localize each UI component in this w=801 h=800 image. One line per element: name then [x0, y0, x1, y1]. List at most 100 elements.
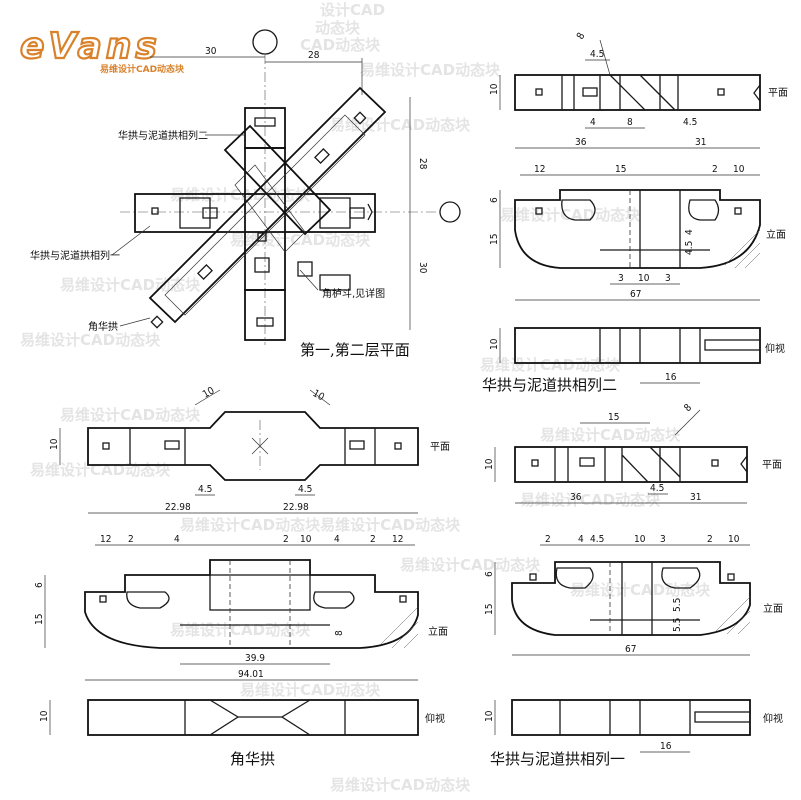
dim-value: 67 [630, 289, 641, 300]
dim-value: 4.5 [590, 534, 604, 545]
elev-cup-right [688, 199, 720, 221]
watermark-text: 易维设计CAD动态块 [330, 116, 471, 134]
plan-peg [711, 459, 719, 467]
plan-peg [151, 207, 159, 215]
view-label-plan: 平面 [768, 88, 788, 99]
dim-value: 4.5 [590, 49, 604, 60]
plan-slot [202, 207, 218, 219]
dim-value: 5.5 [672, 618, 683, 632]
plan-notch [753, 84, 761, 102]
dim-line [309, 389, 331, 406]
plan-slot [197, 264, 213, 280]
elev-peg [529, 573, 537, 581]
dim-value: 22.98 [165, 502, 191, 513]
plan-peg [150, 315, 164, 329]
plan-vertical-arm-mid [244, 147, 286, 291]
view-label-elevation: 立面 [766, 228, 786, 241]
dim-value: 8 [334, 630, 345, 636]
logo-wordmark: eVans [20, 26, 161, 67]
view-label-plan: 平面 [762, 460, 782, 471]
elev-center-block [209, 574, 311, 611]
dim-value: 10 [489, 83, 500, 95]
row-one-title: 华拱与泥道拱相列一 [490, 750, 625, 768]
corner-elevation-outline [84, 559, 419, 649]
plan-block [319, 197, 351, 229]
watermark-layer: CAD动态块 易维设计CAD动态块 易维设计CAD动态块 易维设计CAD动态块 … [20, 1, 711, 794]
dim-value: 67 [625, 644, 636, 655]
watermark-text: 易维设计CAD动态块易维设计CAD动态块 [180, 516, 461, 534]
logo-subtitle: 易维设计CAD动态块 [100, 63, 185, 75]
plan-peg [717, 88, 725, 96]
dim-value: 3 [665, 273, 671, 284]
dim-value: 36 [575, 137, 587, 148]
plan-diagonal [639, 74, 676, 111]
dim-value: 6 [34, 582, 45, 588]
dim-value: 10 [201, 385, 217, 400]
dim-value: 12 [100, 534, 111, 545]
dim-value: 10 [39, 710, 50, 722]
watermark-text: 易维设计CAD动态块 [400, 556, 541, 574]
row-one-views: 15 8 10 平面 4.5 36 31 2 4 4.5 10 3 2 10 [484, 402, 783, 768]
dim-value: 10 [311, 388, 327, 403]
plan-slot [254, 117, 276, 127]
dim-value: 2 [707, 534, 713, 545]
plan-corner-block [254, 257, 270, 273]
dim-value: 10 [634, 534, 646, 545]
plan-peg [535, 88, 543, 96]
corner-arm-views: 10 10 10 平面 4.5 4.5 22.98 22.98 12 2 4 2… [34, 385, 450, 768]
view-label-bottom: 仰视 [425, 712, 445, 725]
elev-cup-left [555, 567, 594, 589]
watermark-text: 动态块 [315, 19, 361, 37]
elev-cup-right [661, 567, 701, 589]
leader-line [119, 317, 151, 327]
dim-value: 2 [370, 534, 376, 545]
leader-line [111, 225, 151, 256]
corner-plan-outline [87, 411, 419, 481]
plan-peg [102, 442, 110, 450]
plan-diagonal [649, 446, 681, 478]
section-marker-top [252, 29, 278, 55]
dim-value: 15 [34, 614, 45, 625]
elev-cup-left [561, 199, 596, 221]
dim-value: 4 [334, 534, 340, 545]
row-two-elevation-outline [514, 189, 761, 269]
watermark-text: 设计CAD [320, 1, 385, 19]
dim-value: 22.98 [283, 502, 309, 513]
plan-slot [256, 317, 274, 327]
dim-value: 31 [695, 137, 706, 148]
dim-value: 10 [49, 438, 60, 450]
evans-logo: eVans 易维设计CAD动态块 [19, 25, 185, 75]
plan-corner-block [297, 261, 313, 277]
dim-line [674, 409, 701, 436]
dim-value: 15 [608, 412, 619, 423]
plan-diagonal-arm-b [223, 124, 332, 236]
dim-value: 2 [545, 534, 551, 545]
dim-value: 10 [733, 164, 745, 175]
dim-value: 15 [615, 164, 626, 175]
plan-peg [394, 442, 402, 450]
elev-peg [99, 595, 107, 603]
elev-hatch [724, 229, 761, 269]
dim-value: 4 [578, 534, 584, 545]
watermark-text: CAD动态块 [300, 36, 381, 54]
dim-value: 12 [392, 534, 403, 545]
dim-line [599, 39, 611, 76]
plan-slot [579, 457, 595, 467]
dim-value: 28 [417, 158, 428, 170]
dim-value: 6 [484, 571, 495, 577]
row-two-views: 8 4.5 10 平面 4 8 4.5 36 31 12 15 2 10 [482, 31, 788, 394]
dim-value: 30 [205, 46, 217, 57]
callout-row-one: 华拱与泥道拱相列一 [30, 249, 120, 262]
dim-value: 10 [728, 534, 740, 545]
plan-slot [582, 87, 598, 97]
elev-hatch [714, 596, 751, 635]
dim-value: 8 [682, 402, 694, 414]
view-label-elevation: 立面 [428, 625, 448, 638]
dim-value: 30 [417, 262, 428, 274]
dim-value: 3 [660, 534, 666, 545]
watermark-text: 易维设计CAD动态块 [520, 491, 661, 509]
elev-cup-left [126, 591, 170, 609]
plan-dou-outline [319, 274, 351, 291]
dim-value: 2 [128, 534, 134, 545]
dim-value: 39.9 [245, 653, 265, 664]
